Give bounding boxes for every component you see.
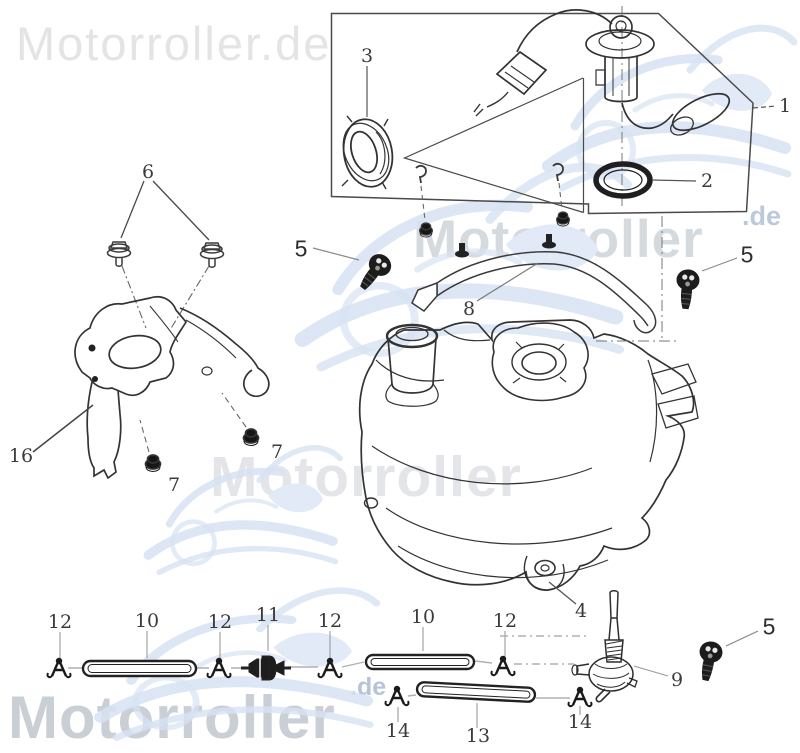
- part-label-10[interactable]: 10: [134, 610, 160, 632]
- gasket-ring-drawing: [593, 161, 697, 199]
- bolts-6-drawing: [106, 180, 225, 331]
- part-label-7[interactable]: 7: [270, 441, 284, 463]
- part-label-9[interactable]: 9: [670, 669, 684, 691]
- part-label-1[interactable]: 1: [778, 95, 792, 117]
- watermark-top-left: Motorroller.de: [16, 17, 332, 70]
- fuel-hose-10b: [364, 653, 476, 671]
- part-label-12[interactable]: 12: [207, 611, 233, 633]
- part-label-13[interactable]: 13: [465, 725, 491, 747]
- part-label-14[interactable]: 14: [567, 711, 593, 733]
- part-label-4[interactable]: 4: [574, 600, 588, 622]
- detail-box: [330, 12, 754, 215]
- part-label-5[interactable]: 5: [762, 613, 776, 640]
- part-label-12[interactable]: 12: [492, 610, 518, 632]
- fuel-tank-drawing: [358, 216, 699, 605]
- fuel-line-parts-drawing: [46, 590, 669, 728]
- part-label-8[interactable]: 8: [462, 298, 476, 320]
- front-bracket-drawing: [32, 295, 270, 480]
- fuel-cap-drawing: [341, 66, 394, 190]
- part-label-12[interactable]: 12: [47, 611, 73, 633]
- part-label-3[interactable]: 3: [360, 45, 374, 67]
- fuel-filter-drawing: [241, 655, 291, 681]
- part-label-6[interactable]: 6: [141, 161, 155, 183]
- part-label-11[interactable]: 11: [255, 604, 281, 626]
- fuel-hose-13: [415, 681, 537, 703]
- tank-bracket-drawing: [411, 162, 657, 334]
- part-label-7[interactable]: 7: [167, 474, 181, 496]
- watermark-mid-right-de: .de: [742, 201, 782, 231]
- part-label-14[interactable]: 14: [385, 720, 411, 742]
- part-label-2[interactable]: 2: [700, 170, 714, 192]
- part-label-5[interactable]: 5: [294, 235, 308, 262]
- connector-lines: [68, 635, 590, 699]
- part-label-10[interactable]: 10: [410, 606, 436, 628]
- part-label-12[interactable]: 12: [317, 610, 343, 632]
- screws-5-drawing: [312, 247, 759, 684]
- fuel-hose-10a: [81, 659, 198, 678]
- fuel-pump-assembly-drawing: [473, 6, 777, 208]
- part-label-16[interactable]: 16: [8, 445, 34, 467]
- fuel-tap-drawing: [571, 590, 638, 703]
- part-label-5[interactable]: 5: [740, 241, 754, 268]
- label-leader-lines: [59, 625, 669, 728]
